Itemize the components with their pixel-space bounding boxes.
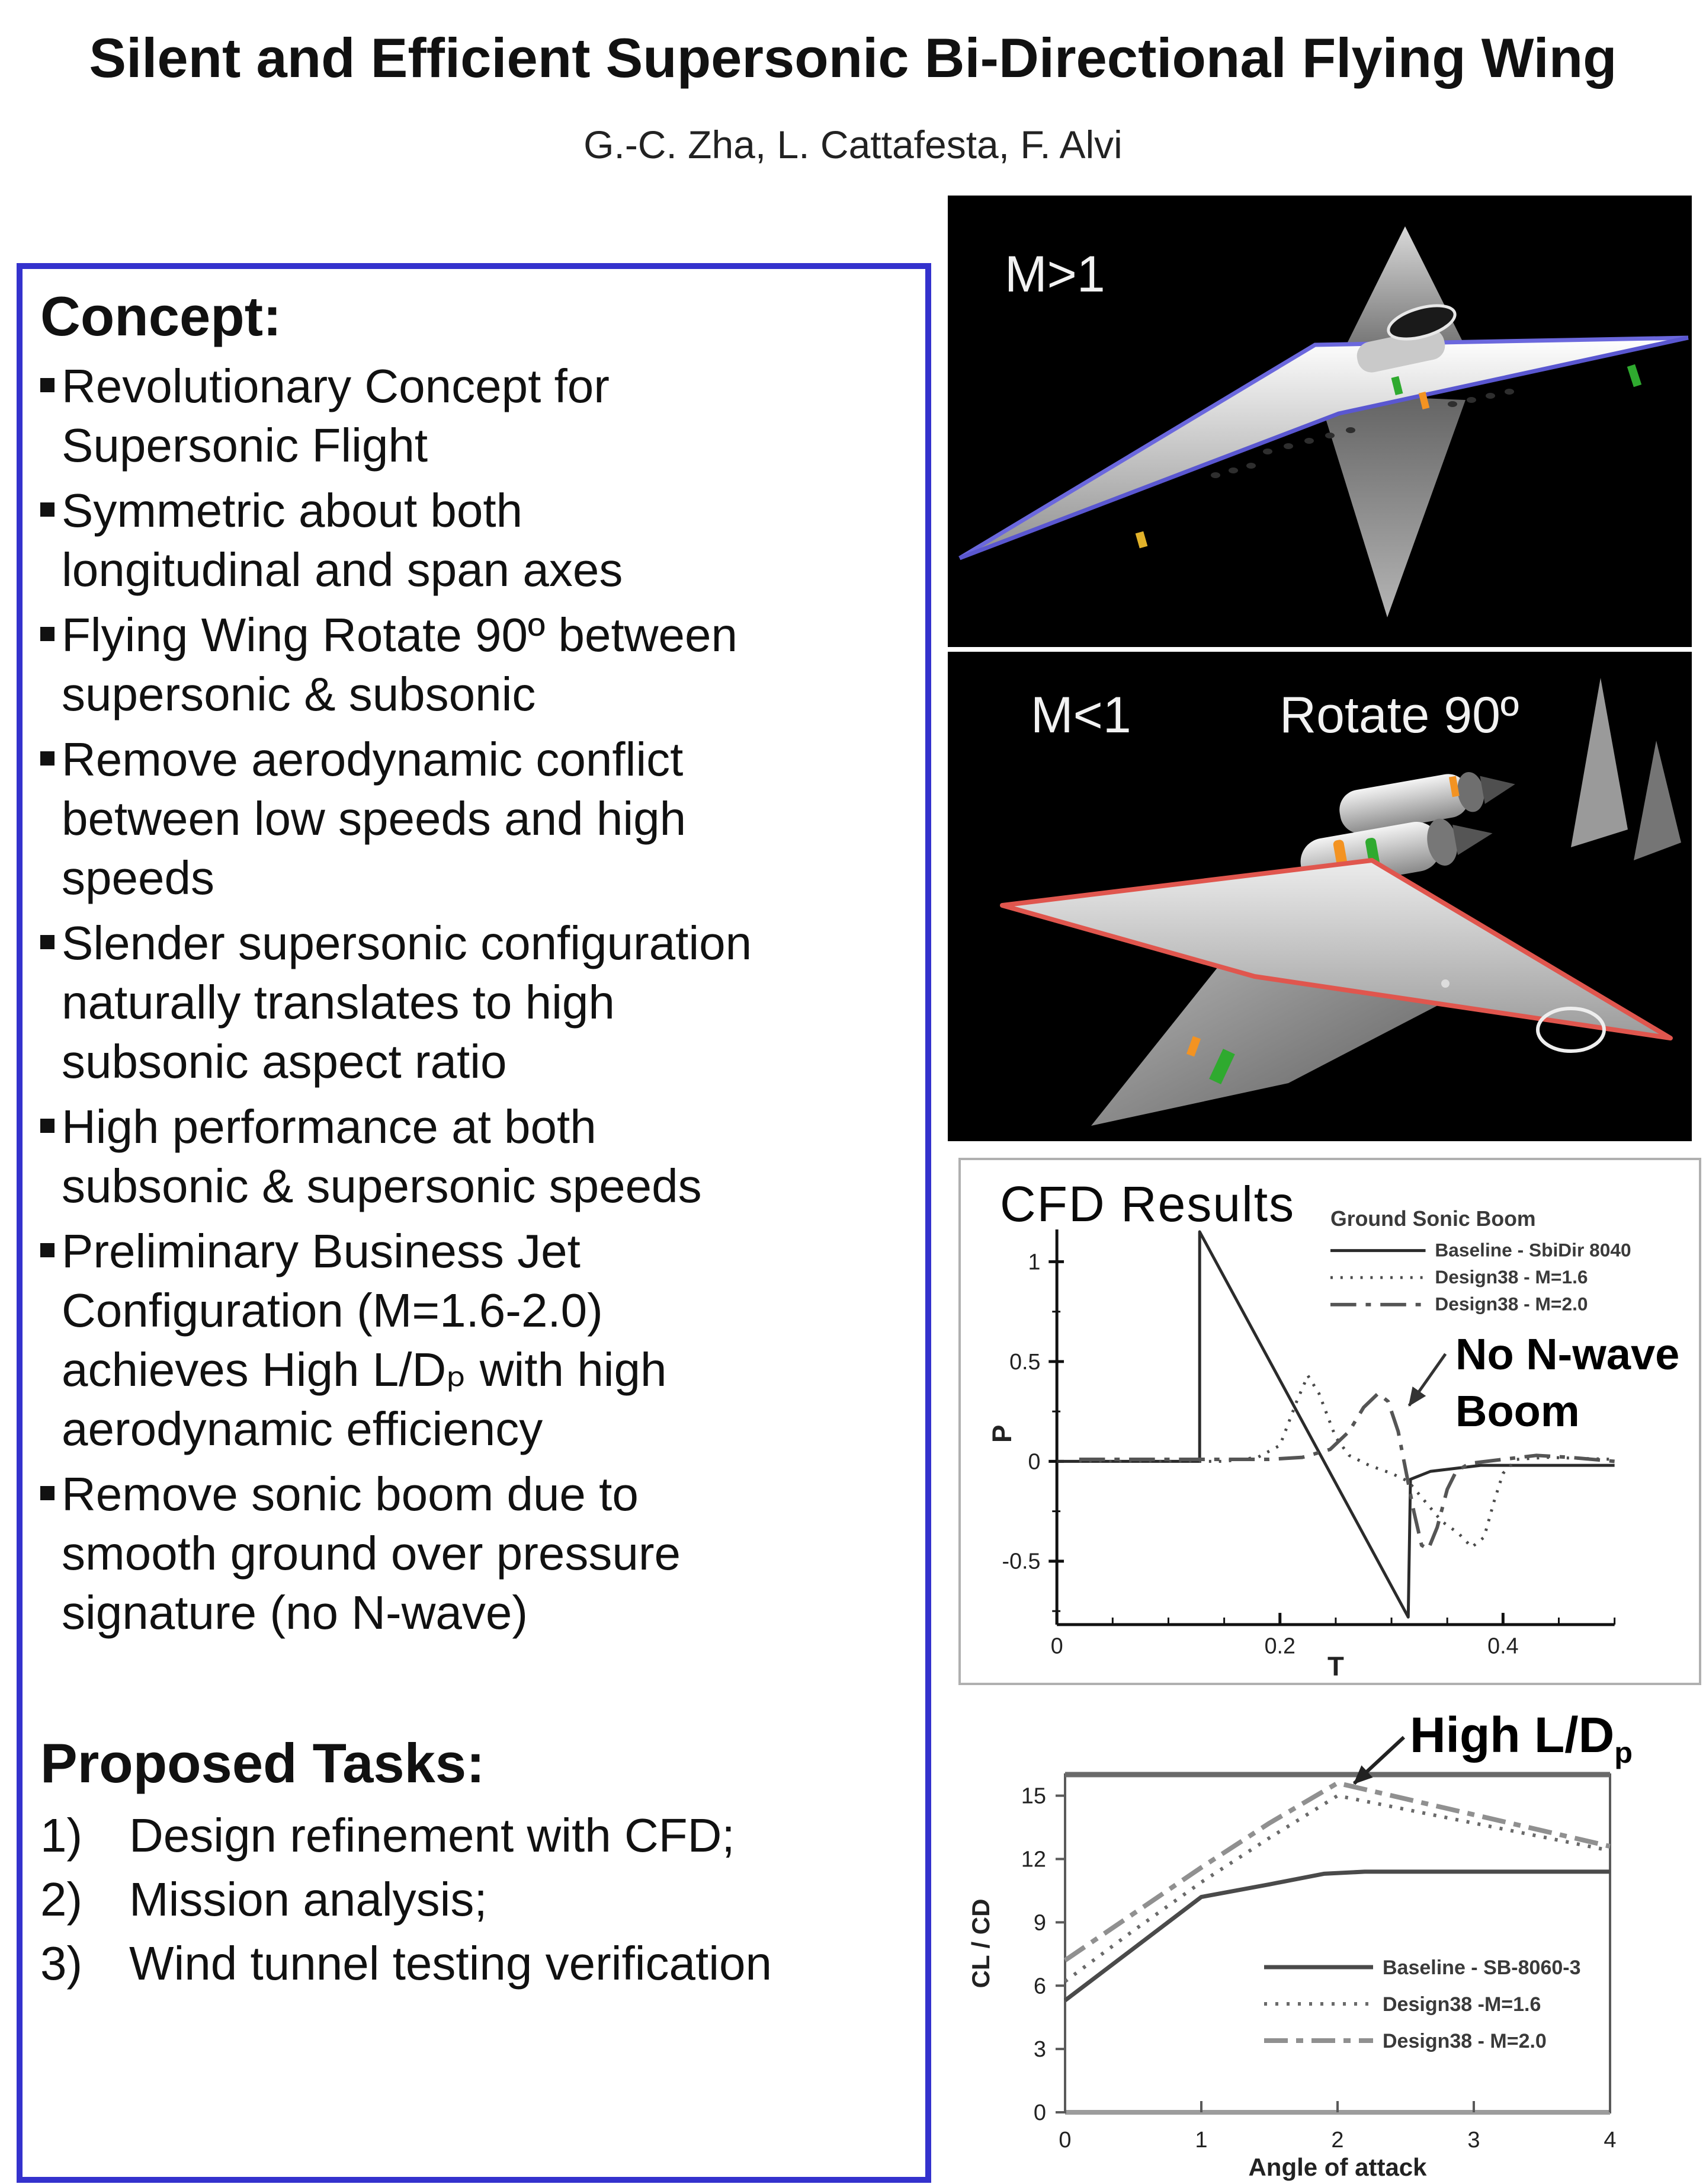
vertical-fin-rear: [1634, 741, 1681, 860]
light-speck: [1441, 979, 1450, 988]
concept-bullet-1: Revolutionary Concept for Supersonic Fli…: [40, 357, 909, 475]
task-text: Design refinement with CFD;: [129, 1809, 735, 1862]
task-number: 1): [40, 1809, 83, 1862]
bottom-wing-spike: [1318, 394, 1466, 617]
high-ld-subscript: p: [1614, 1735, 1633, 1769]
concept-box: Concept: Revolutionary Concept for Super…: [17, 263, 931, 2183]
svg-text:Ground Sonic Boom: Ground Sonic Boom: [1330, 1207, 1536, 1231]
svg-text:12: 12: [1021, 1847, 1046, 1872]
svg-text:Design38 -M=1.6: Design38 -M=1.6: [1383, 1993, 1541, 2016]
concept-bullet-7: Preliminary Business Jet Configuration (…: [40, 1222, 909, 1459]
rotate-90-label: Rotate 90º: [1280, 687, 1519, 744]
figure-supersonic-render: M>1: [948, 196, 1692, 647]
svg-text:2: 2: [1331, 2128, 1343, 2153]
svg-text:0: 0: [1051, 1633, 1063, 1658]
axes: [1048, 1229, 1616, 1626]
vertical-fin: [1571, 678, 1628, 847]
mach-greater-1-label: M>1: [1005, 246, 1105, 303]
task-item-3: 3) Wind tunnel testing verification: [40, 1932, 909, 1996]
svg-text:Baseline - SbiDir 8040: Baseline - SbiDir 8040: [1435, 1240, 1631, 1261]
poster-title: Silent and Efficient Supersonic Bi-Direc…: [89, 27, 1617, 89]
svg-text:6: 6: [1034, 1974, 1046, 1999]
svg-text:T: T: [1327, 1651, 1344, 1682]
series-baseline-sb-8060-3: [1063, 1869, 1610, 2002]
svg-text:0: 0: [1059, 2128, 1071, 2153]
annotation-arrow: [1352, 1735, 1406, 1785]
svg-text:1: 1: [1028, 1249, 1040, 1274]
cockpit-canopy: [1387, 304, 1457, 341]
svg-text:0.2: 0.2: [1265, 1633, 1295, 1658]
series-design38-m-1-6: [1064, 1794, 1611, 1983]
svg-text:0: 0: [1028, 1449, 1040, 1474]
green-marking: [1209, 1048, 1235, 1085]
svg-text:0.4: 0.4: [1487, 1633, 1518, 1658]
blue-leading-edge-upper: [958, 335, 1689, 561]
concept-bullet-3: Flying Wing Rotate 90º between supersoni…: [40, 606, 909, 724]
orange-marking: [1418, 391, 1430, 410]
concept-bullet-4: Remove aerodynamic conflict between low …: [40, 730, 909, 908]
green-marking: [1391, 376, 1403, 396]
svg-text:0.5: 0.5: [1009, 1349, 1040, 1374]
tasks-heading: Proposed Tasks:: [40, 1732, 485, 1794]
svg-text:Angle of attack: Angle of attack: [1248, 2153, 1427, 2181]
supersonic-aircraft-image: [948, 196, 1692, 647]
series-baseline-sbidir-8040: [1057, 1230, 1615, 1619]
svg-text:Design38 - M=2.0: Design38 - M=2.0: [1383, 2030, 1547, 2052]
high-ld-annotation: High L/Dp: [1410, 1706, 1633, 1770]
concept-bullet-6: High performance at both subsonic & supe…: [40, 1097, 909, 1216]
task-item-2: 2) Mission analysis;: [40, 1868, 909, 1932]
poster-authors: G.-C. Zha, L. Cattafesta, F. Alvi: [583, 123, 1123, 166]
svg-text:0: 0: [1034, 2100, 1046, 2125]
cfd-results-heading: CFD Results: [1000, 1176, 1295, 1232]
task-number: 2): [40, 1873, 83, 1926]
svg-text:15: 15: [1021, 1784, 1046, 1809]
green-marking: [1627, 364, 1642, 388]
svg-text:1: 1: [1195, 2128, 1207, 2153]
high-ld-text: High L/D: [1410, 1707, 1615, 1763]
annotation-arrow: [1407, 1353, 1447, 1407]
series-design38-m-2-0: [1079, 1391, 1615, 1551]
svg-text:3: 3: [1034, 2037, 1046, 2062]
svg-text:9: 9: [1034, 1910, 1046, 1935]
svg-text:Design38 - M=1.6: Design38 - M=1.6: [1435, 1266, 1588, 1288]
mach-less-1-label: M<1: [1031, 687, 1131, 744]
svg-text:Baseline - SB-8060-3: Baseline - SB-8060-3: [1383, 1956, 1581, 1979]
subsonic-aircraft-image: [948, 652, 1692, 1141]
subsonic-main-wing: [1000, 858, 1673, 1040]
svg-text:-0.5: -0.5: [1002, 1549, 1041, 1574]
task-number: 3): [40, 1937, 83, 1990]
concept-bullet-2: Symmetric about both longitudinal and sp…: [40, 481, 909, 600]
svg-text:3: 3: [1467, 2128, 1480, 2153]
orange-marking: [1135, 531, 1148, 549]
svg-text:Design38 - M=2.0: Design38 - M=2.0: [1435, 1293, 1588, 1315]
svg-text:4: 4: [1604, 2128, 1616, 2153]
blue-leading-edge-lower: [958, 335, 1689, 561]
svg-text:CL / CD: CL / CD: [967, 1899, 995, 1988]
series-design38-m-2-0: [1063, 1780, 1611, 1962]
concept-bullet-8: Remove sonic boom due to smooth ground o…: [40, 1465, 909, 1642]
ground-sonic-boom-chart: 0 0.2 0.4 -0.5 0 0.5 1T P Ground Sonic BoomBasel…: [987, 1207, 1631, 1682]
no-n-wave-annotation: No N-wave Boom: [1455, 1330, 1680, 1436]
round-marking: [1536, 1007, 1606, 1053]
frame: [1056, 1772, 1611, 2115]
figure-subsonic-render: M<1 Rotate 90º: [948, 652, 1692, 1141]
svg-text:P: P: [987, 1425, 1017, 1443]
orange-marking: [1186, 1036, 1201, 1057]
task-text: Mission analysis;: [129, 1873, 488, 1926]
concept-heading: Concept:: [40, 285, 282, 347]
concept-bullet-5: Slender supersonic configuration natural…: [40, 914, 909, 1091]
nacelle: [1357, 329, 1445, 373]
task-text: Wind tunnel testing verification: [129, 1937, 772, 1990]
cabin-windows: [1211, 389, 1514, 478]
task-item-1: 1) Design refinement with CFD;: [40, 1804, 909, 1868]
slender-supersonic-wing: [960, 338, 1688, 558]
